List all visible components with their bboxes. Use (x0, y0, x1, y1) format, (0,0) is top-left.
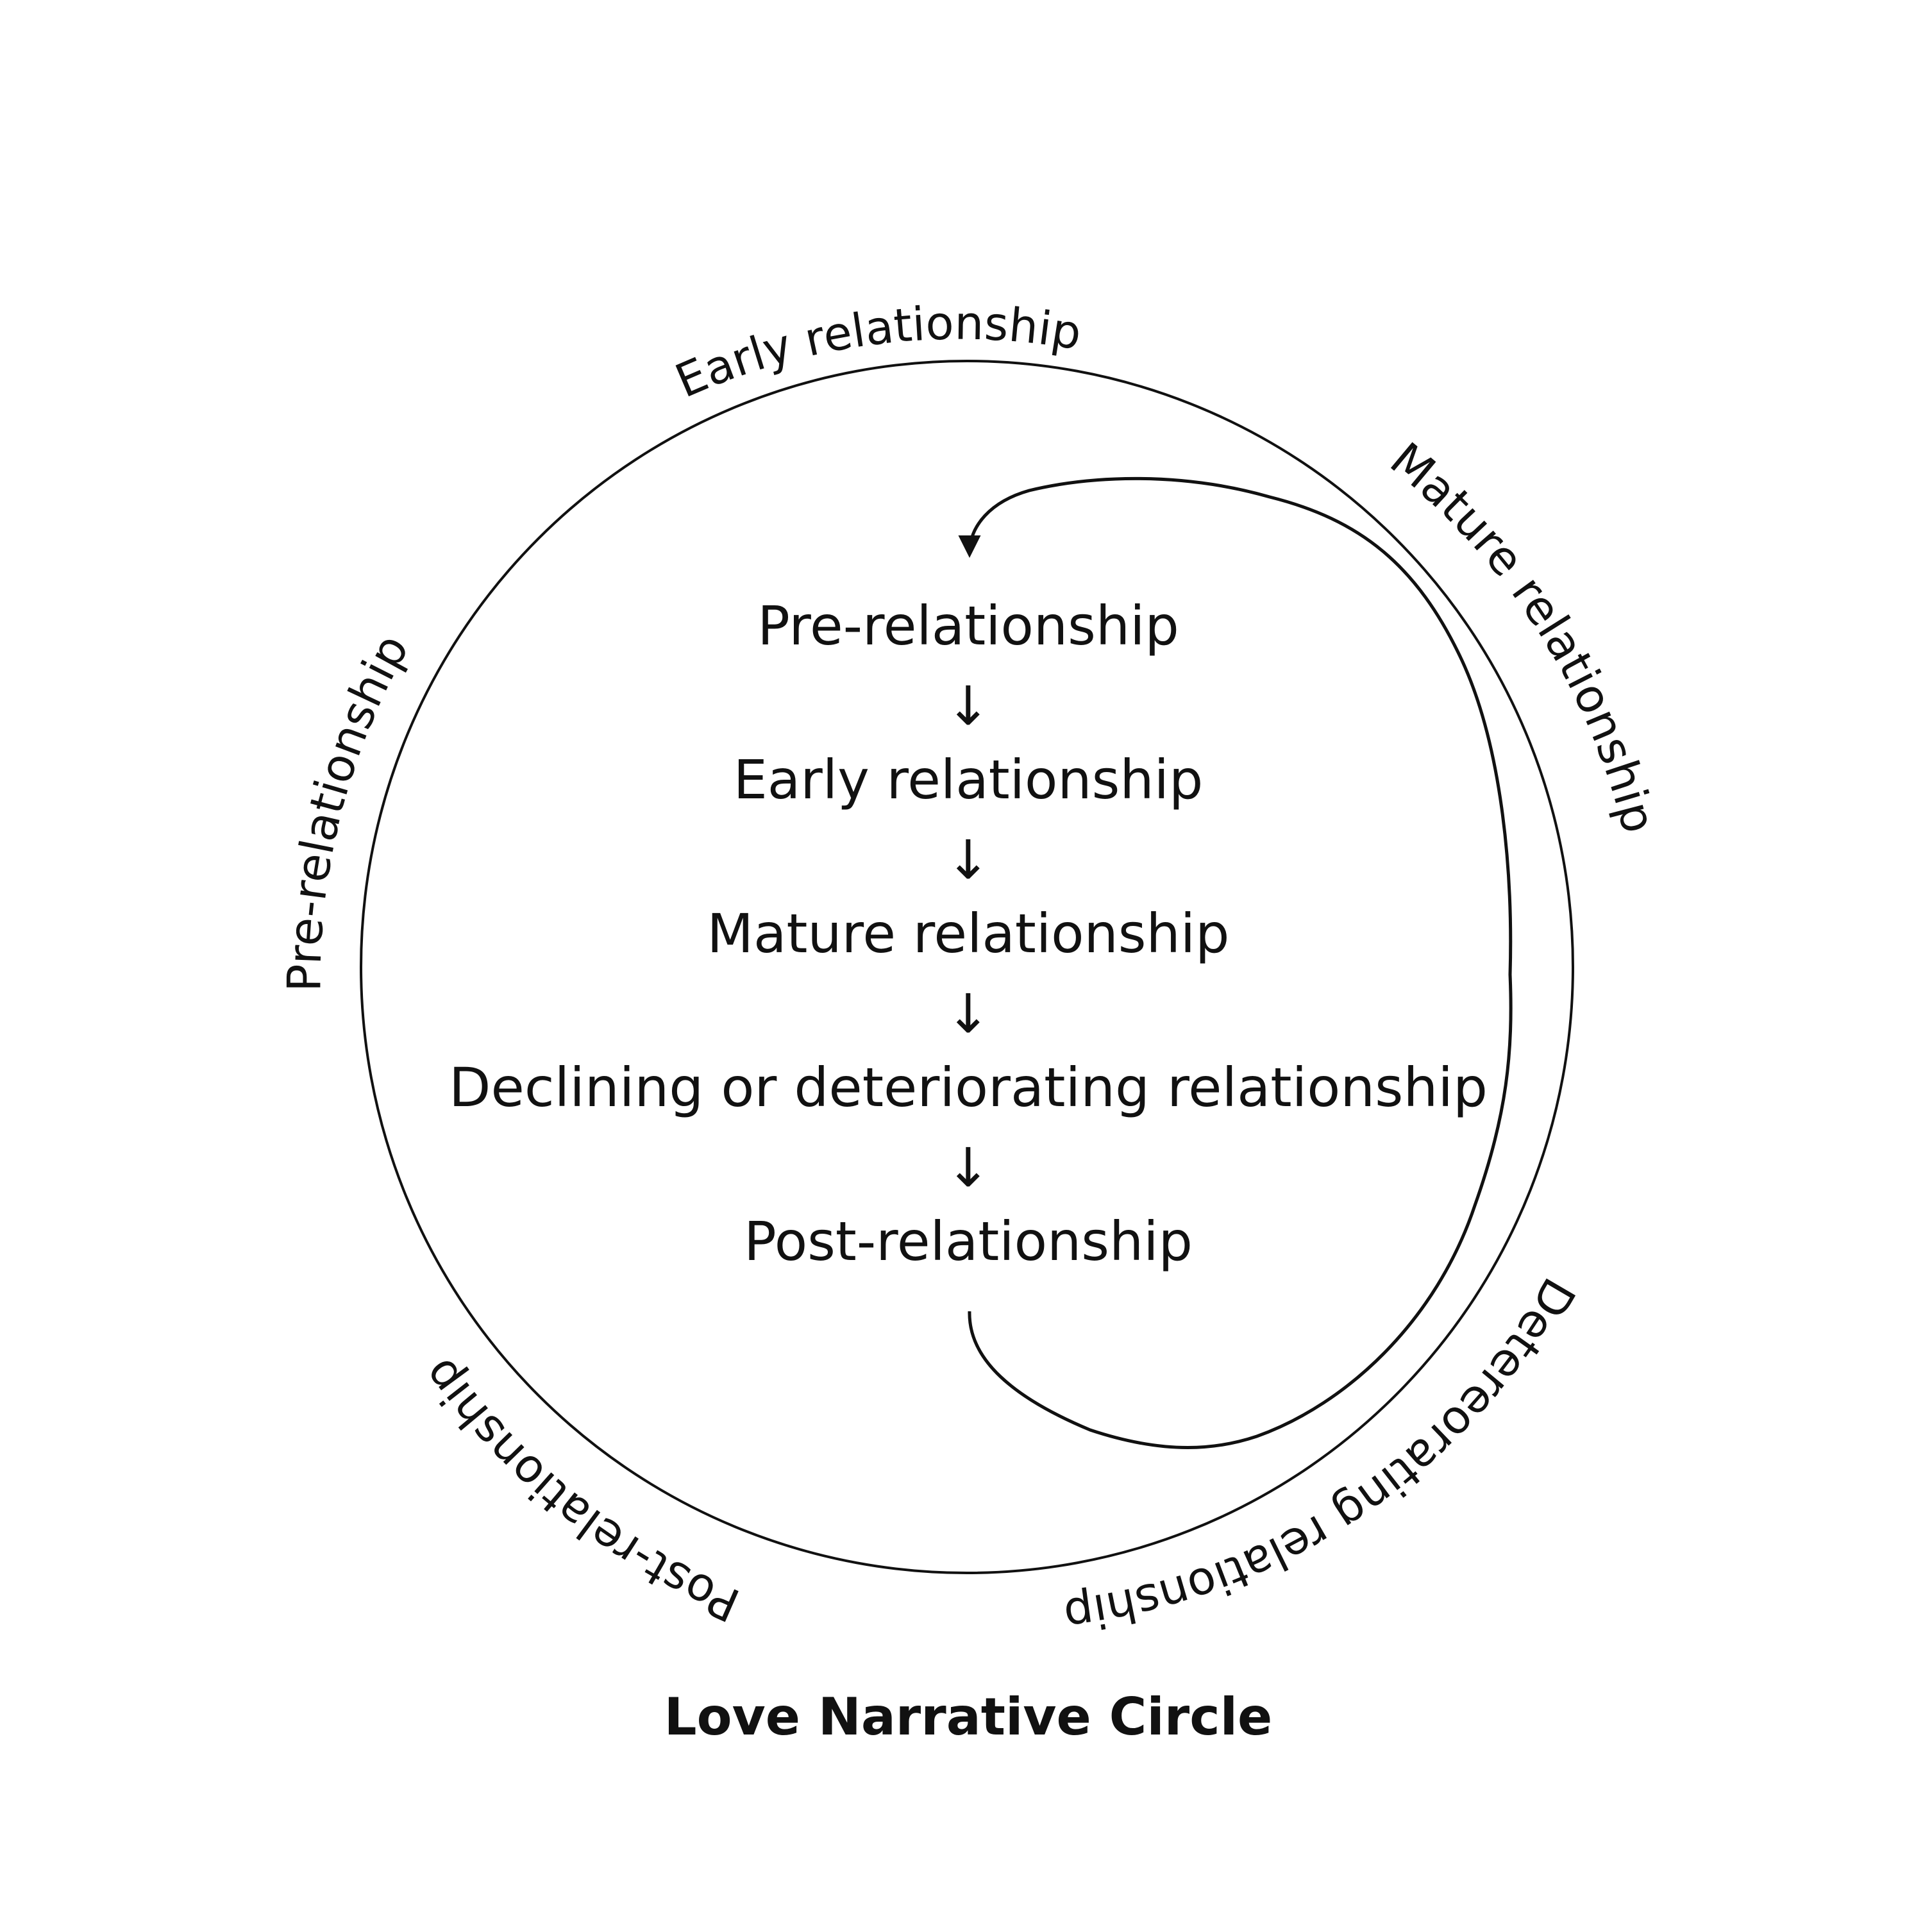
ring-label-pre: Pre-relationship (277, 625, 419, 992)
stage-declining: Declining or deteriorating relationship (449, 1056, 1488, 1119)
ring-label-post: Post-relationship (412, 1348, 748, 1632)
stage-pre: Pre-relationship (757, 594, 1179, 657)
stage-arrow-3: ↓ (946, 982, 991, 1045)
return-loop-arrow (958, 476, 1513, 1449)
diagram-caption: Love Narrative Circle (664, 1687, 1273, 1747)
stage-arrow-4: ↓ (946, 1136, 991, 1199)
stage-post: Post-relationship (744, 1210, 1193, 1273)
stage-mature: Mature relationship (707, 902, 1230, 965)
stage-early: Early relationship (734, 748, 1204, 811)
svg-text:Early relationship: Early relationship (668, 296, 1085, 408)
narrative-circle (360, 360, 1574, 1574)
stage-arrow-1: ↓ (946, 675, 991, 737)
ring-label-mature: Mature relationship (1381, 432, 1667, 838)
stage-arrow-2: ↓ (946, 828, 991, 891)
svg-text:Post-relationship: Post-relationship (412, 1348, 748, 1632)
svg-text:Pre-relationship: Pre-relationship (277, 625, 419, 992)
ring-label-early: Early relationship (668, 296, 1085, 408)
svg-text:Mature relationship: Mature relationship (1381, 432, 1667, 838)
